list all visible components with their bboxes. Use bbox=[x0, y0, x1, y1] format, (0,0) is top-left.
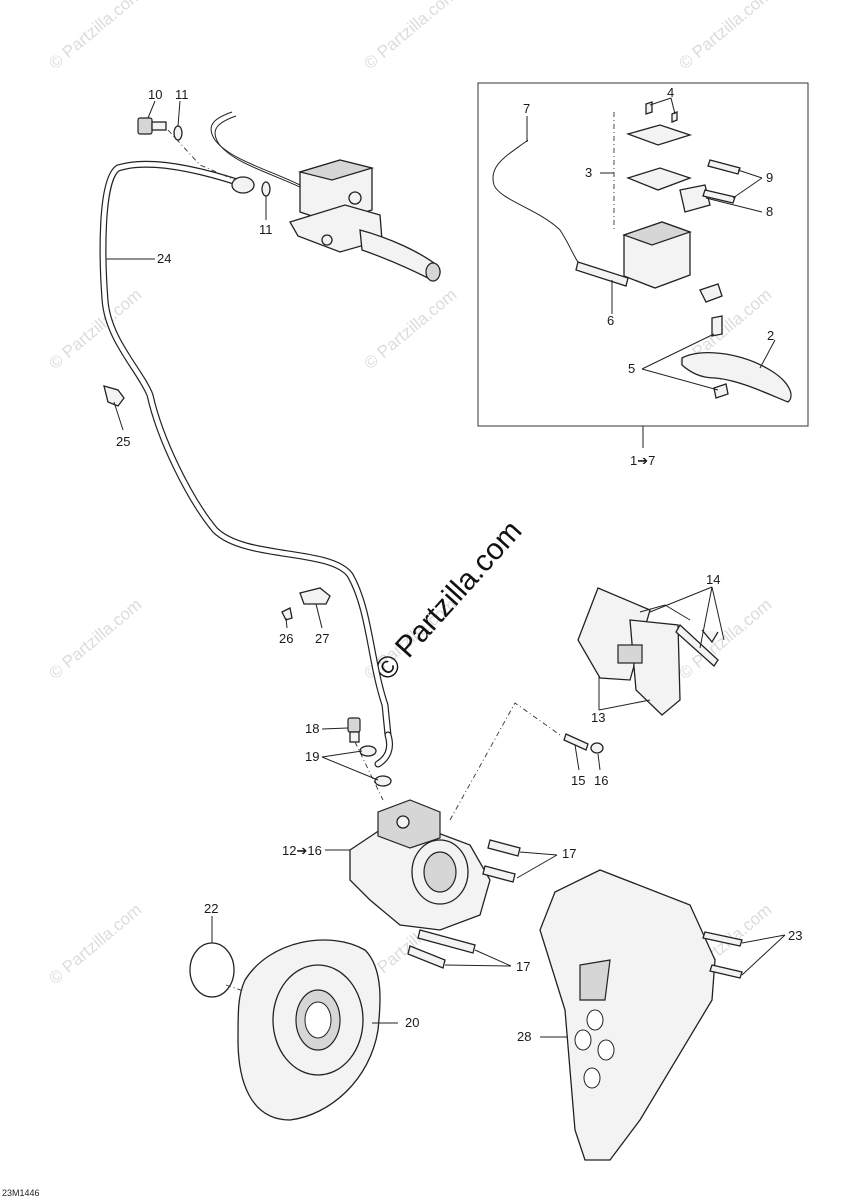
callout-12-16: 12➔16 bbox=[282, 843, 322, 858]
callout-11: 11 bbox=[175, 87, 189, 102]
callout-11: 11 bbox=[259, 222, 273, 237]
caliper-bolt bbox=[407, 945, 446, 969]
callout-17: 17 bbox=[562, 846, 576, 861]
callout-inset-range: 1➔7 bbox=[630, 453, 655, 468]
assembly-line bbox=[167, 129, 236, 181]
clamp bbox=[679, 184, 711, 213]
callout-17: 17 bbox=[516, 959, 530, 974]
inset-master-cylinder bbox=[492, 101, 792, 403]
banjo-bolt-lower bbox=[347, 717, 361, 733]
callout-7: 7 bbox=[523, 101, 530, 116]
lever-pin bbox=[711, 315, 723, 337]
figure-code: 23M1446 bbox=[2, 1188, 40, 1198]
brake-pads bbox=[577, 587, 691, 716]
reservoir-screw bbox=[645, 101, 653, 115]
master-cylinder-assembly bbox=[289, 159, 441, 282]
callout-labels: 10 11 11 24 25 26 27 18 19 12➔16 22 20 7… bbox=[116, 85, 802, 1044]
pad-pin bbox=[675, 623, 719, 667]
callout-22: 22 bbox=[204, 901, 218, 916]
brake-disc bbox=[237, 939, 381, 1121]
pin-clip bbox=[701, 629, 719, 644]
sealing-washer bbox=[374, 775, 392, 787]
callout-3: 3 bbox=[585, 165, 592, 180]
hose-clip bbox=[103, 385, 125, 407]
brake-switch bbox=[575, 261, 629, 287]
bleeder-cap bbox=[590, 742, 604, 754]
bleeder-valve bbox=[563, 733, 589, 751]
reservoir-cap bbox=[625, 124, 693, 146]
screw bbox=[709, 964, 743, 979]
brand-watermark: © Partzilla.com bbox=[369, 514, 529, 686]
reservoir-diaphragm bbox=[626, 167, 692, 191]
caliper-bolt bbox=[487, 839, 521, 857]
assembly-line bbox=[354, 741, 384, 801]
callout-27: 27 bbox=[315, 631, 329, 646]
callout-15: 15 bbox=[571, 773, 585, 788]
brake-hose bbox=[99, 160, 394, 768]
callout-19: 19 bbox=[305, 749, 319, 764]
hose-clamp bbox=[299, 587, 331, 605]
switch-wire bbox=[214, 115, 305, 190]
callout-2: 2 bbox=[767, 328, 774, 343]
callout-23: 23 bbox=[788, 928, 802, 943]
dust-boot bbox=[699, 283, 723, 303]
callout-9: 9 bbox=[766, 170, 773, 185]
watermark: © Partzilla.com bbox=[675, 0, 775, 73]
watermark: © Partzilla.com bbox=[45, 0, 145, 73]
banjo-fitting-top bbox=[231, 176, 255, 194]
switch-wire bbox=[492, 139, 583, 269]
watermark: © Partzilla.com bbox=[360, 285, 460, 373]
callout-25: 25 bbox=[116, 434, 130, 449]
callout-6: 6 bbox=[607, 313, 614, 328]
assembly-line bbox=[449, 702, 561, 821]
skid-plate bbox=[539, 869, 716, 1161]
watermark: © Partzilla.com bbox=[360, 0, 460, 73]
screw bbox=[702, 931, 743, 947]
sealing-washer bbox=[359, 745, 377, 757]
callout-20: 20 bbox=[405, 1015, 419, 1030]
switch-wire bbox=[210, 111, 301, 186]
caliper-bolt bbox=[417, 929, 476, 954]
watermark: © Partzilla.com bbox=[45, 900, 145, 988]
callout-4: 4 bbox=[667, 85, 674, 100]
callout-8: 8 bbox=[766, 204, 773, 219]
watermark: © Partzilla.com bbox=[45, 595, 145, 683]
clamp-screw bbox=[702, 189, 736, 204]
leader-lines bbox=[106, 97, 786, 1038]
callout-14: 14 bbox=[706, 572, 720, 587]
callout-13: 13 bbox=[591, 710, 605, 725]
lever-nut bbox=[713, 383, 729, 399]
sealing-washer bbox=[261, 181, 271, 197]
callout-18: 18 bbox=[305, 721, 319, 736]
brake-caliper bbox=[349, 799, 491, 931]
o-ring bbox=[189, 942, 235, 998]
clamp-screw bbox=[707, 159, 741, 175]
caliper-bolt bbox=[482, 865, 516, 883]
callout-16: 16 bbox=[594, 773, 608, 788]
reservoir-screw bbox=[671, 111, 678, 123]
clip-nut bbox=[281, 607, 293, 621]
banjo-bolt bbox=[137, 117, 167, 135]
callout-10: 10 bbox=[148, 87, 162, 102]
callout-26: 26 bbox=[279, 631, 293, 646]
sealing-washer bbox=[173, 125, 183, 141]
callout-28: 28 bbox=[517, 1029, 531, 1044]
brake-lever bbox=[681, 352, 792, 403]
banjo-bolt-shank bbox=[349, 731, 360, 743]
callout-5: 5 bbox=[628, 361, 635, 376]
callout-24: 24 bbox=[157, 251, 171, 266]
